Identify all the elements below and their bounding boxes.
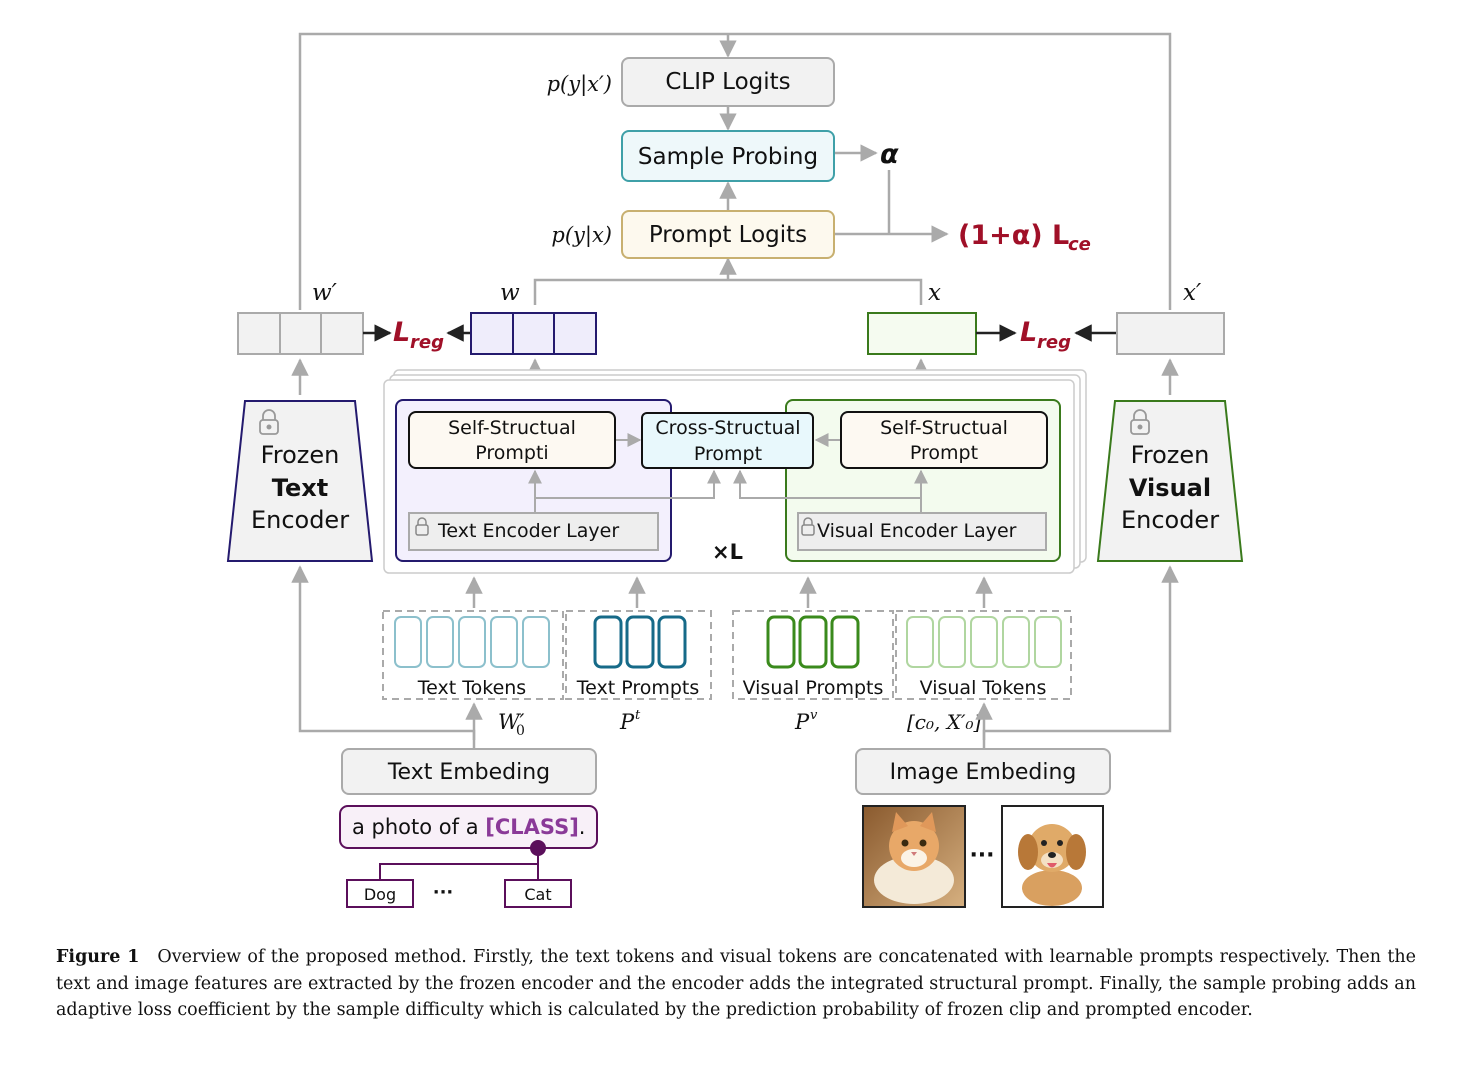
svg-text:L: L bbox=[1020, 317, 1037, 348]
svg-text:ce: ce bbox=[1068, 234, 1091, 255]
visual-prompts-group: Visual Prompts bbox=[732, 610, 894, 700]
visual-tokens-group: Visual Tokens bbox=[895, 610, 1072, 700]
svg-text:CLIP Logits: CLIP Logits bbox=[665, 69, 790, 95]
lock-icon bbox=[415, 517, 429, 536]
text-encoder-layer: Text Encoder Layer bbox=[408, 512, 659, 551]
w0-label: W′ 0 bbox=[498, 710, 525, 739]
svg-text:Frozen: Frozen bbox=[1131, 441, 1210, 469]
method-diagram: CLIP Logits p(y|x′) Sample Probing α Pro… bbox=[226, 32, 1244, 908]
w-prime-label: w′ bbox=[312, 280, 338, 306]
class-connector bbox=[379, 840, 546, 880]
dog-image bbox=[1001, 805, 1104, 908]
outer-connectors bbox=[298, 32, 1172, 310]
svg-text:Image Embeding: Image Embeding bbox=[890, 760, 1077, 785]
svg-text:(1+α) L: (1+α) L bbox=[958, 220, 1069, 251]
svg-text:reg: reg bbox=[1037, 332, 1071, 353]
w-label: w bbox=[500, 280, 520, 306]
token-arrows bbox=[465, 576, 993, 608]
svg-text:Prompt Logits: Prompt Logits bbox=[649, 222, 807, 248]
image-embedding-box: Image Embeding bbox=[855, 748, 1111, 795]
svg-text:Text Encoder Layer: Text Encoder Layer bbox=[437, 520, 619, 542]
image-ellipsis: ··· bbox=[969, 843, 994, 868]
svg-text:Visual Tokens: Visual Tokens bbox=[920, 677, 1047, 699]
x-vector bbox=[867, 312, 977, 355]
pv-label: P v bbox=[794, 708, 818, 734]
svg-text:Encoder: Encoder bbox=[1121, 506, 1219, 534]
class-dog-box: Dog bbox=[346, 879, 414, 908]
svg-text:t: t bbox=[635, 708, 641, 723]
x-prime-vector bbox=[1116, 312, 1225, 355]
w-vector bbox=[470, 312, 597, 355]
text-embedding-box: Text Embeding bbox=[341, 748, 597, 795]
self-structural-prompt-visual: Self-Structual Prompt bbox=[840, 411, 1048, 469]
prompt-template-box: a photo of a [CLASS]. bbox=[339, 805, 598, 849]
lock-icon bbox=[801, 517, 815, 536]
svg-text:Self-Structual: Self-Structual bbox=[448, 417, 576, 439]
svg-text:Visual Encoder Layer: Visual Encoder Layer bbox=[817, 520, 1017, 542]
internal-connectors bbox=[528, 433, 928, 512]
svg-text:P: P bbox=[619, 710, 635, 734]
svg-text:a photo of a [CLASS].: a photo of a [CLASS]. bbox=[352, 815, 585, 839]
svg-text:reg: reg bbox=[410, 332, 444, 353]
pt-label: P t bbox=[619, 708, 641, 734]
lock-icon bbox=[259, 409, 279, 435]
svg-text:Prompt: Prompt bbox=[910, 442, 978, 464]
svg-text:0: 0 bbox=[516, 723, 525, 739]
frozen-visual-encoder: Frozen Visual Encoder bbox=[1096, 400, 1244, 562]
c0x0-label: [c₀, X′₀] bbox=[907, 710, 982, 734]
sample-probing-box: Sample Probing bbox=[621, 130, 835, 182]
svg-text:W′: W′ bbox=[498, 710, 525, 734]
caption-text: Overview of the proposed method. Firstly… bbox=[56, 947, 1416, 1020]
svg-text:Text Embeding: Text Embeding bbox=[387, 760, 550, 785]
w-prime-vector bbox=[237, 312, 364, 355]
svg-text:v: v bbox=[810, 708, 818, 723]
svg-text:Prompti: Prompti bbox=[475, 442, 548, 464]
clip-logits-box: CLIP Logits bbox=[621, 57, 835, 107]
times-l-label: ×L bbox=[712, 540, 743, 564]
svg-text:Text: Text bbox=[272, 474, 328, 502]
class-ellipsis: ··· bbox=[433, 882, 454, 903]
cat-image bbox=[862, 805, 966, 908]
ce-loss-label: (1+α) L ce bbox=[958, 220, 1091, 255]
text-tokens-group: Text Tokens bbox=[382, 610, 564, 700]
cross-structural-prompt: Cross-Structual Prompt bbox=[641, 412, 814, 469]
self-structural-prompt-text: Self-Structual Prompti bbox=[408, 411, 616, 469]
svg-text:Cross-Structual: Cross-Structual bbox=[655, 417, 800, 439]
figure-label: Figure 1 bbox=[56, 947, 140, 967]
svg-text:Self-Structual: Self-Structual bbox=[880, 417, 1008, 439]
frozen-text-encoder: Frozen Text Encoder bbox=[226, 400, 374, 562]
svg-text:Sample Probing: Sample Probing bbox=[638, 144, 818, 170]
x-prime-label: x′ bbox=[1183, 280, 1202, 306]
svg-text:P: P bbox=[794, 710, 810, 734]
svg-text:Cat: Cat bbox=[524, 885, 551, 904]
svg-text:L: L bbox=[393, 317, 410, 348]
svg-text:Prompt: Prompt bbox=[694, 443, 762, 465]
lreg-text-right: L reg bbox=[1020, 317, 1071, 353]
svg-text:Text Tokens: Text Tokens bbox=[417, 677, 526, 699]
p-prompt-label: p(y|x) bbox=[551, 223, 612, 248]
lock-icon bbox=[1130, 409, 1150, 435]
svg-text:Frozen: Frozen bbox=[261, 441, 340, 469]
svg-text:Dog: Dog bbox=[364, 885, 396, 904]
p-clip-label: p(y|x′) bbox=[547, 72, 612, 97]
svg-text:Visual Prompts: Visual Prompts bbox=[743, 677, 884, 699]
embedding-connectors bbox=[291, 565, 1179, 748]
lreg-text-left: L reg bbox=[393, 317, 444, 353]
svg-text:Visual: Visual bbox=[1129, 474, 1211, 502]
prompt-logits-box: Prompt Logits bbox=[621, 210, 835, 259]
class-cat-box: Cat bbox=[504, 879, 572, 908]
text-prompts-group: Text Prompts bbox=[565, 610, 712, 700]
svg-text:Encoder: Encoder bbox=[251, 506, 349, 534]
svg-text:Text Prompts: Text Prompts bbox=[576, 677, 700, 699]
alpha-label: α bbox=[880, 139, 899, 170]
x-label: x bbox=[928, 280, 941, 306]
visual-encoder-layer: Visual Encoder Layer bbox=[797, 512, 1047, 551]
